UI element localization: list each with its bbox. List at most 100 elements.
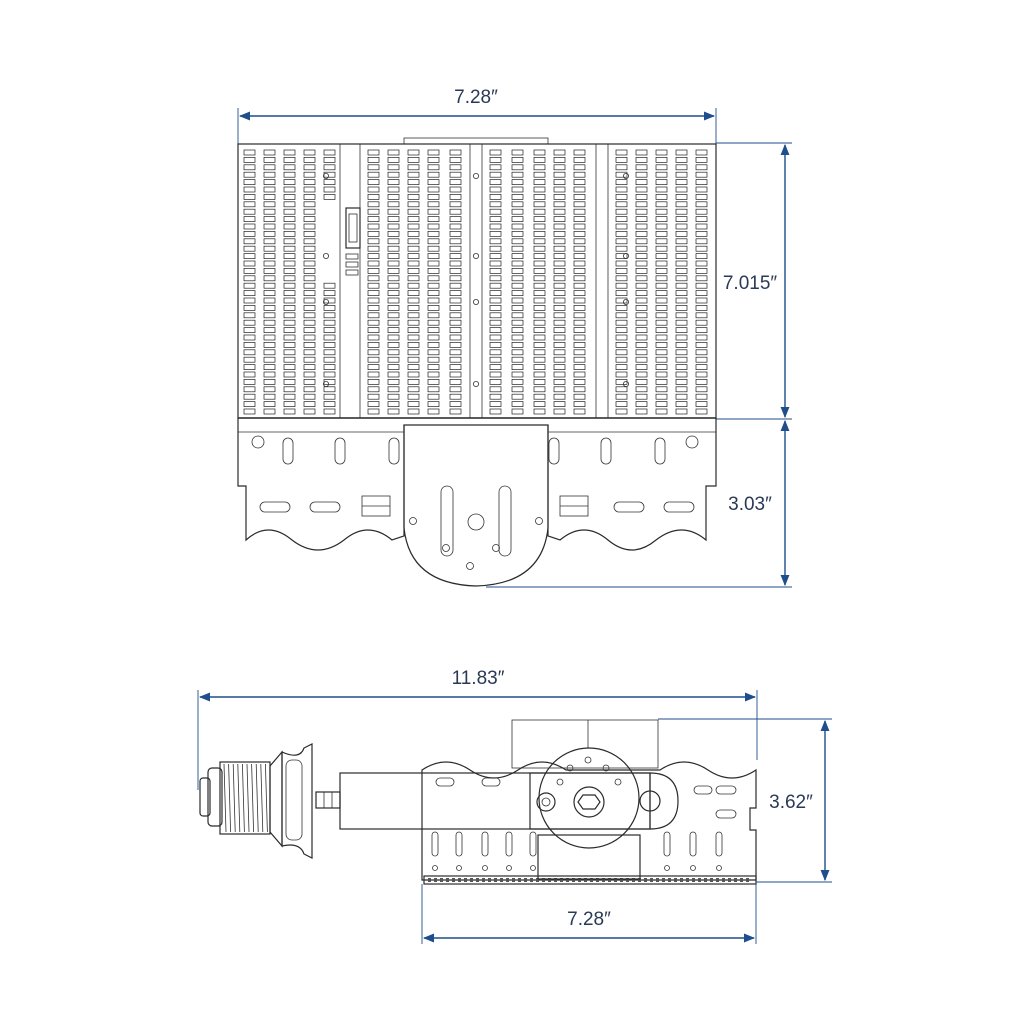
heatsink-fin	[695, 208, 708, 215]
heatsink-top-tab	[403, 137, 549, 145]
heatsink-fin	[675, 164, 688, 171]
heatsink-fin	[243, 260, 256, 267]
heatsink-fin	[367, 275, 380, 282]
heatsink-fin	[553, 356, 566, 363]
heatsink-fin	[243, 312, 256, 319]
heatsink-fin	[387, 164, 400, 171]
heatsink-fin	[675, 297, 688, 304]
heatsink-fin	[407, 245, 420, 252]
heatsink-fin	[449, 290, 462, 296]
heatsink-fin	[573, 305, 586, 311]
heatsink-fin	[367, 401, 380, 407]
heatsink-fin	[323, 312, 336, 319]
heatsink-fin	[489, 386, 502, 393]
heatsink-fin	[573, 371, 586, 378]
heatsink-fin	[449, 179, 462, 185]
heatsink-fin	[489, 393, 502, 400]
heatsink-fin	[675, 275, 688, 282]
heatsink-fin	[367, 208, 380, 215]
heatsink-fin	[553, 371, 566, 378]
heatsink-fin	[675, 408, 688, 415]
heatsink-fin	[489, 282, 502, 289]
heatsink-fin	[511, 371, 524, 378]
heatsink-fin	[615, 245, 628, 252]
heatsink-fin	[303, 275, 316, 282]
screw-icon	[472, 252, 479, 259]
heatsink-fin	[489, 319, 502, 326]
heatsink-fin	[387, 194, 400, 200]
heatsink-fin	[387, 238, 400, 245]
heatsink-fin	[655, 356, 668, 363]
heatsink-fin	[323, 379, 336, 385]
side-hole	[432, 865, 438, 871]
thread-line	[232, 763, 236, 833]
heatsink-fin	[427, 319, 440, 326]
heatsink-fin	[263, 157, 276, 163]
heatsink-fin	[243, 282, 256, 289]
heatsink-fin	[489, 356, 502, 363]
heatsink-fin	[263, 179, 276, 185]
heatsink-fin	[427, 282, 440, 289]
heatsink-fin	[303, 319, 316, 326]
heatsink-fin	[675, 223, 688, 230]
heatsink-fin	[489, 171, 502, 178]
thread-line	[228, 763, 231, 833]
heatsink-fin	[635, 223, 648, 230]
heatsink-fin	[615, 401, 628, 407]
heatsink-fin	[615, 379, 628, 385]
heatsink-fin	[511, 356, 524, 363]
lens-led	[548, 878, 551, 882]
heatsink-fin	[635, 149, 648, 156]
heatsink-fin	[675, 253, 688, 259]
fixture-body-side	[421, 719, 757, 885]
heatsink-fin	[533, 379, 546, 385]
heatsink-fin	[635, 179, 648, 185]
heatsink-fin	[675, 342, 688, 348]
heatsink-fin	[675, 364, 688, 370]
heatsink-fin	[655, 408, 668, 415]
heatsink-fin	[263, 253, 276, 259]
heatsink-fin	[615, 231, 628, 237]
heatsink-fin	[573, 238, 586, 245]
heatsink-fin	[387, 253, 400, 259]
fitter-flange	[281, 743, 313, 859]
heatsink-fin	[533, 319, 546, 326]
heatsink-fin	[303, 223, 316, 230]
heatsink-fin	[553, 386, 566, 393]
heatsink-fin	[283, 171, 296, 178]
heatsink-fin	[387, 305, 400, 311]
heatsink-fin	[655, 268, 668, 274]
heatsink-fin	[635, 312, 648, 319]
heatsink-fin	[635, 386, 648, 393]
heatsink-fin	[489, 408, 502, 415]
knuckle-holes	[556, 756, 622, 786]
heatsink-fin	[511, 275, 524, 282]
heatsink-fin	[615, 149, 628, 156]
heatsink-fin	[553, 305, 566, 311]
heatsink-fin	[553, 157, 566, 163]
heatsink-fin	[489, 149, 502, 156]
side-hole	[664, 865, 670, 871]
heatsink-fin	[533, 349, 546, 356]
heatsink-fin	[449, 223, 462, 230]
heatsink-fin	[533, 171, 546, 178]
side-width-label: 7.28″	[567, 909, 611, 930]
knuckle-small-hole	[442, 544, 450, 552]
heatsink-fin	[323, 386, 336, 393]
heatsink-fin	[367, 253, 380, 259]
heatsink-fin	[283, 179, 296, 185]
heatsink-fin	[263, 260, 276, 267]
heatsink-fin	[427, 386, 440, 393]
heatsink-fin	[655, 149, 668, 156]
heatsink-fin	[615, 223, 628, 230]
heatsink-fin	[695, 268, 708, 274]
heatsink-fin	[635, 194, 648, 200]
heatsink-fin	[655, 334, 668, 341]
heatsink-fin	[283, 245, 296, 252]
heatsink-fin	[243, 401, 256, 407]
screw-icon	[472, 172, 479, 179]
knuckle-small-hole	[466, 562, 474, 570]
heatsink-fin	[615, 275, 628, 282]
heatsink-fin	[323, 371, 336, 378]
heatsink-fin	[303, 342, 316, 348]
